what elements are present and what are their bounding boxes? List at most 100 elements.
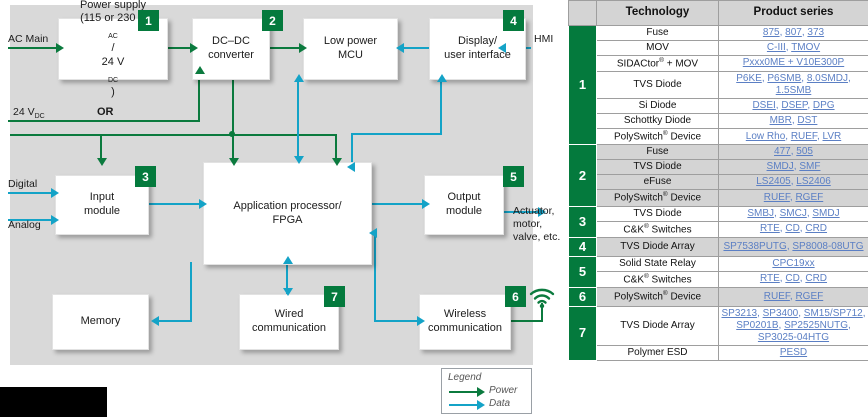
block-low-power-mcu[interactable]: Low power MCU <box>303 18 398 80</box>
product-series-cell[interactable]: RUEF, RGEF <box>718 189 868 207</box>
product-link[interactable]: TMOV <box>791 41 821 53</box>
block-memory[interactable]: Memory <box>52 294 149 350</box>
product-link[interactable]: CD <box>785 223 800 235</box>
mcu-line2: MCU <box>337 49 364 61</box>
product-series-cell[interactable]: PESD <box>718 344 868 361</box>
wire-24vdc-riser <box>198 72 200 121</box>
product-link[interactable]: RTE <box>759 273 780 285</box>
product-link[interactable]: SMF <box>799 161 821 173</box>
block-output-module[interactable]: Output module <box>424 175 504 235</box>
product-link[interactable]: C-III <box>766 41 786 53</box>
product-link[interactable]: CPC19xx <box>772 257 815 269</box>
output-line2: module <box>445 205 483 217</box>
product-link[interactable]: P6KE <box>736 73 762 85</box>
product-link[interactable]: DPG <box>812 100 835 112</box>
product-link[interactable]: LS2406 <box>796 176 831 188</box>
block-input-module[interactable]: Input module <box>55 175 149 235</box>
product-series-cell[interactable]: MBR, DST <box>718 113 868 130</box>
product-link[interactable]: 505 <box>796 146 813 158</box>
product-link[interactable]: PESD <box>779 346 808 358</box>
product-series-cell[interactable]: Low Rho, RUEF, LVR <box>718 128 868 146</box>
product-link[interactable]: SP8008-08UTG <box>792 240 864 252</box>
product-link[interactable]: 807 <box>785 26 802 38</box>
product-series-cell[interactable]: 875, 807, 373 <box>718 24 868 41</box>
product-link[interactable]: LVR <box>822 130 842 142</box>
legend-power-label: Power <box>489 385 518 396</box>
product-series-cell[interactable]: Pxxx0ME + V10E300P <box>718 54 868 73</box>
product-link[interactable]: Pxxx0ME + V10E300P <box>742 57 845 69</box>
badge-1: 1 <box>138 10 159 31</box>
block-application-processor[interactable]: Application processor/ FPGA <box>203 162 372 265</box>
product-series-cell[interactable]: 477, 505 <box>718 144 868 161</box>
wire-ac-main <box>8 47 58 49</box>
wifi-icon <box>529 288 555 308</box>
wire-bus-output <box>335 134 337 162</box>
product-link[interactable]: 373 <box>807 26 825 38</box>
product-series-cell[interactable]: P6KE, P6SMB, 8.0SMDJ, 1.5SMB <box>718 71 868 100</box>
technology-cell: PolySwitch® Device <box>596 287 719 307</box>
wire-power-bus <box>10 134 336 136</box>
product-series-cell[interactable]: DSEI, DSEP, DPG <box>718 98 868 115</box>
product-series-cell[interactable]: LS2405, LS2406 <box>718 174 868 191</box>
product-link[interactable]: SP7538PUTG <box>723 240 787 252</box>
product-link[interactable]: Low Rho <box>745 130 786 142</box>
product-link[interactable]: RUEF <box>790 130 817 142</box>
badge-2: 2 <box>262 10 283 31</box>
product-series-cell[interactable]: RUEF, RGEF <box>718 287 868 307</box>
product-link[interactable]: SP3400 <box>762 307 799 319</box>
product-link[interactable]: RUEF <box>763 290 790 302</box>
product-link[interactable]: SMCJ <box>779 207 807 219</box>
product-link[interactable]: P6SMB <box>767 73 802 85</box>
block-wireless-communication[interactable]: Wireless communication <box>419 294 511 350</box>
product-link[interactable]: SMDJ <box>812 207 840 219</box>
display-line2: user interface <box>444 49 511 61</box>
product-series-cell[interactable]: CPC19xx <box>718 255 868 272</box>
arrow-bus-app <box>229 158 239 166</box>
product-link[interactable]: SP3025-04HTG <box>757 331 830 343</box>
product-series-cell[interactable]: SMDJ, SMF <box>718 159 868 176</box>
block-wired-communication[interactable]: Wired communication <box>239 294 339 350</box>
product-link[interactable]: CRD <box>805 273 828 285</box>
product-link[interactable]: CRD <box>805 223 828 235</box>
product-series-cell[interactable]: RTE, CD, CRD <box>718 270 868 289</box>
block-display-user-interface[interactable]: Display/ user interface <box>429 18 526 80</box>
product-link[interactable]: SP3213 <box>721 307 758 319</box>
product-link[interactable]: SP2525NUTG <box>784 319 848 331</box>
wire-antenna-h <box>509 320 543 322</box>
product-link[interactable]: RTE <box>759 223 780 235</box>
product-series-cell[interactable]: SP3213, SP3400, SM15/SP712, SP0201B, SP2… <box>718 305 868 346</box>
product-link[interactable]: RGEF <box>795 290 824 302</box>
technology-cell: TVS Diode <box>596 159 719 176</box>
badge-4: 4 <box>503 10 524 31</box>
product-link[interactable]: 1.5SMB <box>775 85 812 97</box>
wired-line1: Wired <box>274 308 304 321</box>
technology-cell: Si Diode <box>596 98 719 115</box>
wire-dcdc-mcu <box>268 47 301 49</box>
product-link[interactable]: DST <box>797 115 818 127</box>
product-link[interactable]: SMDJ <box>766 161 794 173</box>
product-link[interactable]: RUEF <box>763 192 790 204</box>
product-link[interactable]: RGEF <box>795 192 824 204</box>
product-link[interactable]: SP0201B <box>736 319 779 331</box>
arrow-input-app <box>199 199 207 209</box>
product-series-cell[interactable]: C-III, TMOV <box>718 39 868 56</box>
product-link[interactable]: SM15/SP712 <box>803 307 863 319</box>
product-link[interactable]: CD <box>785 273 800 285</box>
product-link[interactable]: DSEI <box>752 100 776 112</box>
product-link[interactable]: SMBJ <box>747 207 775 219</box>
product-link[interactable]: LS2405 <box>756 176 791 188</box>
product-series-cell[interactable]: RTE, CD, CRD <box>718 220 868 239</box>
block-dcdc-converter[interactable]: DC–DC converter <box>192 18 270 80</box>
product-link[interactable]: 8.0SMDJ <box>806 73 848 85</box>
wire-wireless-v <box>374 232 376 321</box>
product-series-cell[interactable]: SMBJ, SMCJ, SMDJ <box>718 205 868 222</box>
product-series-cell[interactable]: SP7538PUTG, SP8008-08UTG <box>718 237 868 257</box>
product-link[interactable]: 875 <box>762 26 780 38</box>
product-link[interactable]: DSEP <box>781 100 808 112</box>
app-line2: FPGA <box>272 213 303 226</box>
product-link[interactable]: 477 <box>774 146 791 158</box>
product-link[interactable]: MBR <box>769 115 792 127</box>
